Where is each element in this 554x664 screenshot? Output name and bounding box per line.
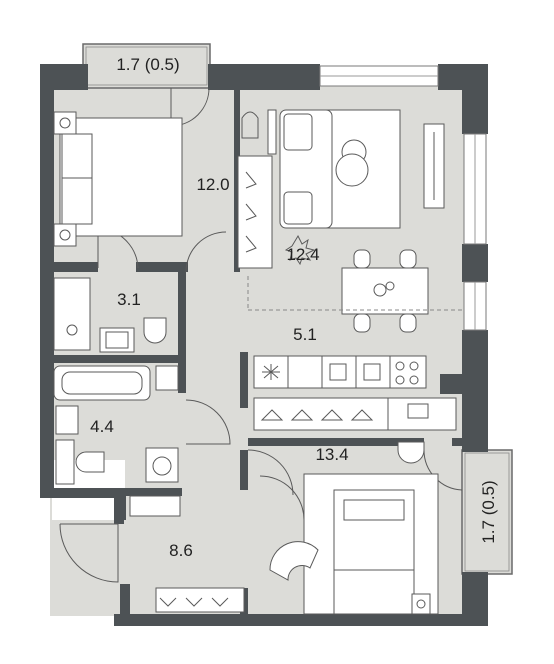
exterior-walls (40, 64, 488, 626)
towel-rack-icon (155, 365, 179, 391)
cutting-board-icon (363, 363, 381, 381)
chair-icon (397, 441, 425, 464)
toilet-room (53, 277, 167, 353)
hallway (155, 587, 245, 613)
bathroom (53, 365, 181, 517)
area-label-bathroom: 4.4 (90, 417, 114, 436)
area-labels: 1.7 (0.5) 12.0 12.4 5.1 3.1 4.4 13.4 1.7… (90, 55, 498, 560)
area-label-bedroom-2: 13.4 (315, 445, 348, 464)
area-label-balcony-top: 1.7 (0.5) (116, 55, 179, 74)
area-label-kitchen: 5.1 (293, 325, 317, 344)
bedroom-1 (53, 109, 277, 269)
shower-icon (53, 277, 91, 351)
living-room (279, 109, 445, 333)
washing-machine-icon (145, 447, 179, 483)
wardrobe-icon (253, 397, 389, 431)
area-label-balcony-right: 1.7 (0.5) (479, 480, 498, 543)
lamp-icon (241, 111, 259, 139)
bed-icon (59, 117, 183, 237)
balcony-top (82, 43, 211, 89)
dining-table-icon (341, 267, 429, 315)
wardrobe-icon (237, 155, 273, 269)
bedroom-2 (253, 397, 457, 615)
bed-icon (333, 489, 415, 615)
bathtub-icon (53, 365, 151, 401)
nightstand-icon (53, 111, 77, 135)
wardrobe-icon (129, 495, 181, 517)
kitchen (247, 276, 462, 389)
toilet-icon (143, 317, 167, 344)
plant-icon (284, 234, 316, 266)
stove-icon (395, 361, 419, 385)
sofa-icon (279, 109, 333, 229)
area-label-bedroom-1: 12.0 (196, 175, 229, 194)
windows (319, 65, 487, 331)
toilet-icon (75, 451, 105, 473)
area-label-hallway: 8.6 (169, 541, 193, 560)
armchair-icon (269, 541, 319, 581)
shelf-icon (55, 439, 75, 485)
desk-icon (387, 397, 457, 431)
sink-icon (55, 405, 79, 435)
area-label-toilet: 3.1 (117, 290, 141, 309)
interior-walls (50, 90, 464, 616)
fridge-icon (262, 364, 280, 380)
nightstand-icon (411, 593, 431, 615)
nightstand-icon (53, 223, 77, 247)
area-label-living-room: 12.4 (286, 245, 319, 264)
sink-icon (329, 363, 347, 381)
doors (59, 87, 463, 583)
